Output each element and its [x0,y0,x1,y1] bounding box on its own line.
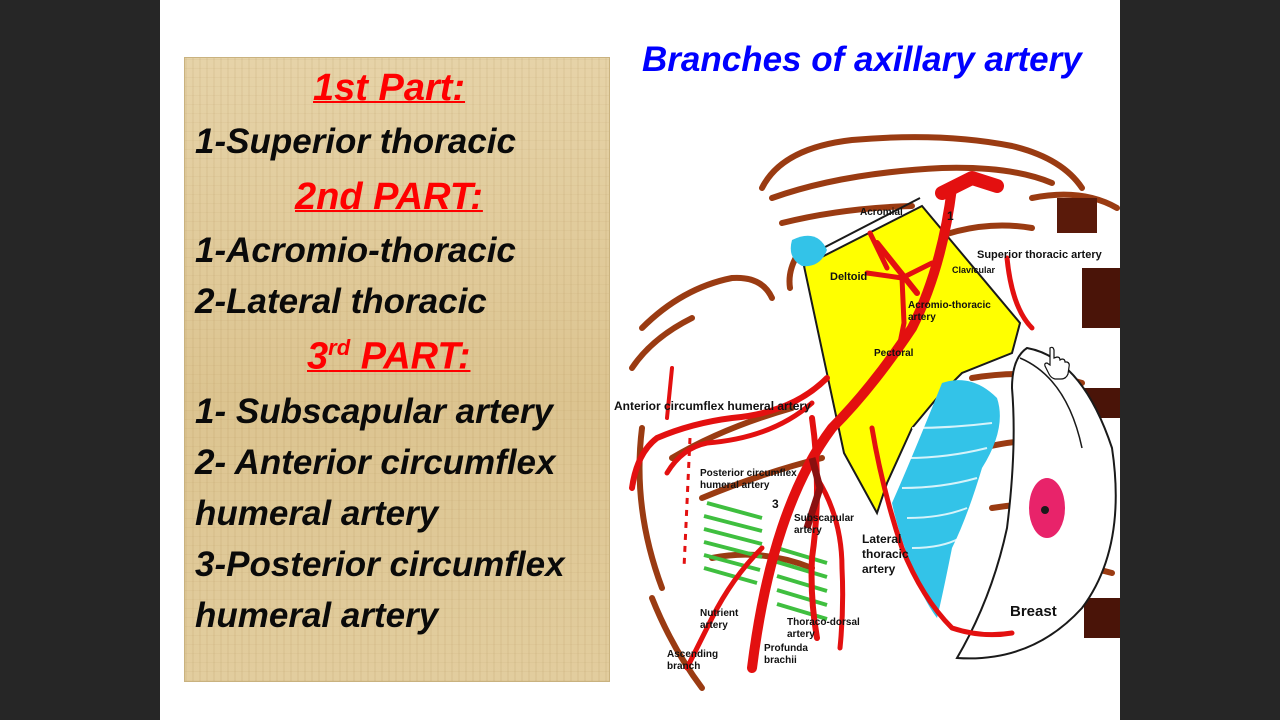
label-ascending-1: Ascending [667,649,718,660]
blue-muscle-top [790,235,827,267]
branches-list-panel: 1st Part: 1-Superior thoracic 2nd PART: … [184,57,610,682]
label-number-1: 1 [947,209,954,223]
axillary-brachial-artery [747,183,957,673]
anterior-circumflex-item-cont: humeral artery [195,494,439,533]
small-branch [665,366,674,420]
blue-muscle-lines [901,422,993,549]
third-part-heading-number: 3 [307,335,329,378]
label-subscapular-2: artery [794,525,822,536]
label-number-3: 3 [772,497,779,511]
subscapular-item: 1- Subscapular artery [195,392,553,431]
label-lateral-thoracic-3: artery [862,562,896,576]
hand-cursor-icon [1044,346,1070,380]
subscapular-artery [808,415,820,641]
label-nutrient-2: artery [700,620,728,631]
anterior-circumflex-artery [629,375,830,491]
breast-line [1019,357,1083,449]
pectoral-branch [897,275,907,346]
label-superior-thoracic: Superior thoracic artery [977,249,1103,261]
slide-title: Branches of axillary artery [642,40,1082,79]
label-thoracodorsal-1: Thoraco-dorsal [787,617,860,628]
superior-thoracic-item: 1-Superior thoracic [195,122,516,161]
acromio-thoracic-item: 1-Acromio-thoracic [195,231,516,270]
label-posterior-circumflex-2: humeral artery [700,480,770,491]
second-part-heading: 2nd PART: [295,176,483,218]
acromial-branch [867,230,890,271]
label-acromio-thoracic-1: Acromio-thoracic [908,300,991,311]
serratus-muscle-blue [892,380,1000,618]
label-deltoid: Deltoid [830,271,867,283]
label-acromio-thoracic-2: artery [908,312,936,323]
label-lateral-thoracic-2: thoracic [862,547,909,561]
ascending-branch-dashed [682,437,692,569]
thoracodorsal-artery [814,475,846,651]
label-posterior-circumflex-1: Posterior circumflex [700,468,797,479]
green-muscle [703,501,828,621]
lateral-thoracic-item: 2-Lateral thoracic [195,282,487,321]
posterior-circumflex-item-cont: humeral artery [195,596,439,635]
posterior-circumflex-item: 3-Posterior circumflex [195,545,565,584]
profunda-brachii-artery [684,545,765,671]
first-part-heading: 1st Part: [313,67,466,109]
third-part-heading-superscript: rd [328,335,351,360]
label-anterior-circumflex: Anterior circumflex humeral artery [614,399,811,413]
label-profunda-1: Profunda [764,643,808,654]
rib-shadow [1084,598,1120,638]
label-profunda-2: brachii [764,655,797,666]
anterior-circumflex-item: 2- Anterior circumflex [195,443,556,482]
subscapular-dark [803,457,824,530]
label-thoracodorsal-2: artery [787,629,815,640]
superior-thoracic-artery [1004,255,1035,331]
rib-shadow [1057,198,1097,233]
deltoid-branch [864,270,905,281]
label-clavicular: Clavicular [952,265,996,275]
label-lateral-thoracic-1: Lateral [862,532,901,546]
subclavian-artery [935,171,1004,200]
label-pectoral: Pectoral [874,348,914,359]
label-subscapular-1: Subscapular [794,513,854,524]
label-acromial: Acromial [860,207,903,218]
arteries [629,171,1035,673]
posterior-circumflex-artery [664,400,815,476]
axillary-artery-diagram: Acromial Deltoid Superior thoracic arter… [614,134,1120,691]
label-ascending-2: branch [667,661,700,672]
third-part-heading-text: PART: [350,335,471,378]
third-part-heading: 3rd PART: [307,335,470,379]
lateral-thoracic-artery [869,425,1015,638]
acromio-thoracic-trunk [874,240,920,296]
label-breast: Breast [1010,603,1057,620]
rib-shadow [1082,268,1120,328]
clavicular-branch [899,260,935,281]
slide: Branches of axillary artery 1st Part: 1-… [160,0,1120,720]
label-nutrient-1: Nutrient [700,608,739,619]
nipple [1041,506,1049,514]
